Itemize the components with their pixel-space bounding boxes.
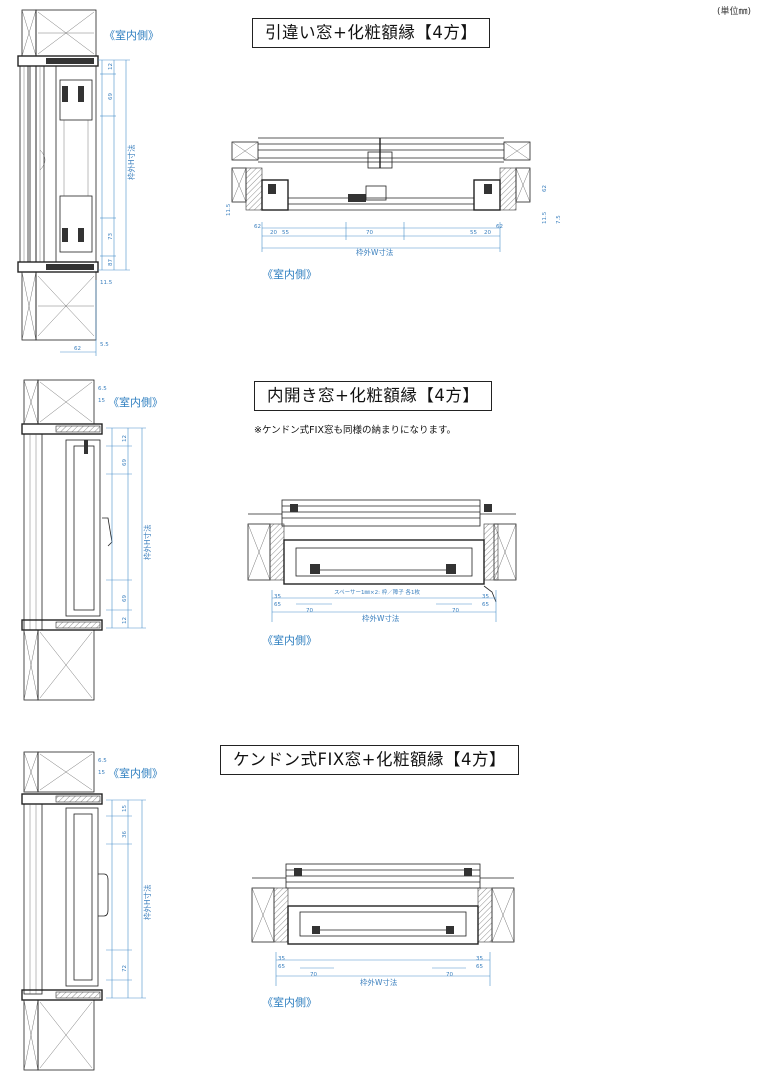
dim-s1-v-55: 5.5 xyxy=(100,342,109,348)
dim-s3-width-label: 枠外W寸法 xyxy=(360,977,398,987)
dim-s1-h-55b: 55 xyxy=(470,230,477,236)
dim-s1-v-87: 87 xyxy=(108,259,114,266)
s3-vertical-section: 15 36 72 枠外H寸法 6.5 15 xyxy=(21,751,152,1071)
dim-s1-h-62b: 62 xyxy=(496,224,503,230)
dim-s2-h-35b: 35 xyxy=(482,594,489,600)
dim-s2-height-label: 枠外H寸法 xyxy=(142,524,152,560)
dim-s2-v-69b: 69 xyxy=(122,595,128,602)
dim-s1-h-20a: 20 xyxy=(270,230,277,236)
dim-s1-h-62c: 62 xyxy=(542,185,548,192)
dim-s3-h-65a: 65 xyxy=(278,964,285,970)
s2-horizontal-section: 70 70 65 65 35 35 スペーサー1㎜×2: 枠／障子 各1枚 枠外… xyxy=(247,499,517,623)
dim-s1-h-75: 7.5 xyxy=(556,215,562,224)
dim-s3-v-15: 15 xyxy=(122,805,128,812)
dim-s3-h-35a: 35 xyxy=(278,956,285,962)
dim-s1-h-115b: 11.5 xyxy=(542,211,548,224)
dim-s1-v-62: 62 xyxy=(74,346,81,352)
dim-s2-v-69a: 69 xyxy=(122,459,128,466)
s3-horizontal-section: 70 70 65 65 35 35 枠外W寸法 xyxy=(251,863,515,987)
dim-s2-v-15: 15 xyxy=(98,398,105,404)
dim-s3-v-15b: 15 xyxy=(98,770,105,776)
dim-s1-h-62a: 62 xyxy=(254,224,261,230)
section-title-inward-window: 内開き窓+化粧額縁【4方】 xyxy=(254,381,493,411)
dim-s1-v-73: 73 xyxy=(108,233,114,240)
dim-s3-v-36: 36 xyxy=(122,831,128,838)
dim-s2-width-label: 枠外W寸法 xyxy=(362,613,400,623)
indoor-label-horizontal: 《室内側》 xyxy=(262,268,317,281)
dim-s3-h-70b: 70 xyxy=(446,972,453,978)
dim-s3-height-label: 枠外H寸法 xyxy=(142,884,152,920)
dim-s1-h-20b: 20 xyxy=(484,230,491,236)
dim-s2-h-65b: 65 xyxy=(482,602,489,608)
section-title-fix-window: ケンドン式FIX窓+化粧額縁【4方】 xyxy=(220,745,519,775)
dim-s2-h-65a: 65 xyxy=(274,602,281,608)
s1-horizontal-section: 70 20 55 55 20 62 62 枠外W寸法 11.5 11.5 7.5… xyxy=(226,137,562,257)
dim-s1-width-label: 枠外W寸法 xyxy=(356,247,394,257)
dim-s2-v-12a: 12 xyxy=(122,435,128,442)
s1-vertical-section: 12 69 73 87 枠外H寸法 62 11.5 5.5 xyxy=(17,9,136,356)
indoor-label-vertical: 《室内側》 xyxy=(108,767,163,780)
dim-s2-h-70a: 70 xyxy=(306,608,313,614)
dim-s2-h-70b: 70 xyxy=(452,608,459,614)
dim-s1-h-70: 70 xyxy=(366,230,373,236)
dim-s2-v-65: 6.5 xyxy=(98,386,107,392)
indoor-label-vertical: 《室内側》 xyxy=(108,396,163,409)
dim-s1-h-55a: 55 xyxy=(282,230,289,236)
section-note: ※ケンドン式FIX窓も同様の納まりになります。 xyxy=(254,425,456,436)
spacer-note: スペーサー1㎜×2: 枠／障子 各1枚 xyxy=(334,588,420,596)
indoor-label-vertical: 《室内側》 xyxy=(104,29,159,42)
s2-vertical-section: 12 69 69 12 枠外H寸法 6.5 15 xyxy=(21,379,152,701)
dim-s1-v-69: 69 xyxy=(108,93,114,100)
dim-s1-height-label: 枠外H寸法 xyxy=(126,144,136,180)
dim-s3-h-65b: 65 xyxy=(476,964,483,970)
dim-s3-h-70a: 70 xyxy=(310,972,317,978)
dim-s3-v-72: 72 xyxy=(122,965,128,972)
indoor-label-horizontal: 《室内側》 xyxy=(262,634,317,647)
dim-s1-h-115: 11.5 xyxy=(226,203,232,216)
dim-s1-v-12: 12 xyxy=(108,63,114,70)
dim-s3-v-65: 6.5 xyxy=(98,758,107,764)
indoor-label-horizontal: 《室内側》 xyxy=(262,996,317,1009)
section-title-sliding-window: 引違い窓+化粧額縁【4方】 xyxy=(252,18,491,48)
dim-s3-h-35b: 35 xyxy=(476,956,483,962)
dim-s2-h-35a: 35 xyxy=(274,594,281,600)
unit-label: (単位㎜) xyxy=(716,7,751,17)
dim-s2-v-12b: 12 xyxy=(122,617,128,624)
dim-s1-v-115: 11.5 xyxy=(100,280,113,286)
